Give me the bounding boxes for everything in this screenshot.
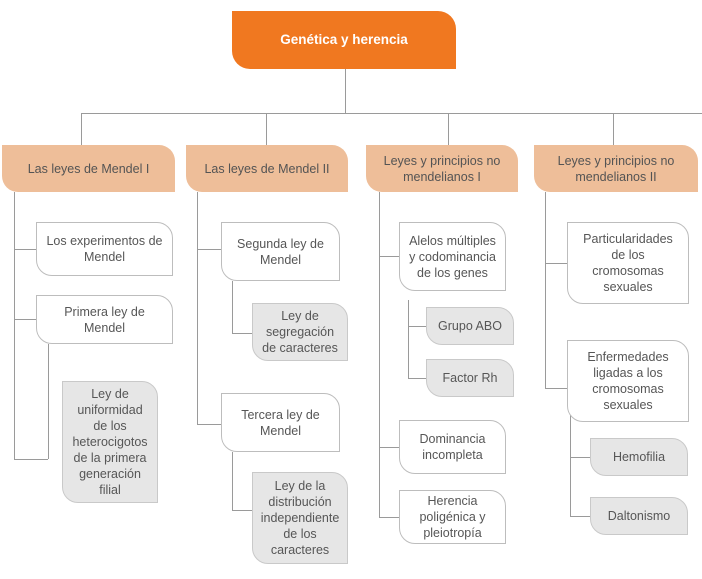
- connector-col2-sub-trunk-a: [232, 281, 233, 333]
- connector-col4-sub-stub-2: [570, 516, 590, 517]
- leaf-node-3-1-2[interactable]: Factor Rh: [426, 359, 514, 397]
- connector-col1-stub-3: [14, 459, 48, 460]
- connector-col4-stub-1: [545, 263, 567, 264]
- connector-main-bus: [81, 113, 702, 114]
- connector-col2-trunk: [197, 192, 198, 425]
- root-node[interactable]: Genética y herencia: [232, 11, 456, 69]
- child-node-4-1[interactable]: Particularidades de los cromosomas sexua…: [567, 222, 689, 304]
- leaf-node-2-2-1[interactable]: Ley de la distribución independiente de …: [252, 472, 348, 564]
- branch-node-1[interactable]: Las leyes de Mendel I: [2, 145, 175, 192]
- connector-col1-stub-2: [14, 319, 36, 320]
- branch-node-3[interactable]: Leyes y principios no mendelianos I: [366, 145, 518, 192]
- branch-node-2[interactable]: Las leyes de Mendel II: [186, 145, 348, 192]
- connector-bus-drop-2: [266, 113, 267, 145]
- connector-bus-drop-4: [613, 113, 614, 145]
- child-node-3-1[interactable]: Alelos múltiples y codominancia de los g…: [399, 222, 506, 291]
- connector-col3-sub-stub-2: [408, 378, 426, 379]
- child-node-1-1[interactable]: Los experimentos de Mendel: [36, 222, 173, 276]
- child-node-2-1[interactable]: Segunda ley de Mendel: [221, 222, 340, 281]
- child-node-2-2[interactable]: Tercera ley de Mendel: [221, 393, 340, 452]
- child-node-1-2[interactable]: Primera ley de Mendel: [36, 295, 173, 344]
- child-node-3-3[interactable]: Herencia poligénica y pleiotropía: [399, 490, 506, 544]
- connector-col2-sub-stub-b: [232, 510, 252, 511]
- leaf-node-4-2-1[interactable]: Hemofilia: [590, 438, 688, 476]
- connector-col2-stub-2: [197, 424, 221, 425]
- connector-col2-sub-stub-a: [232, 333, 252, 334]
- connector-bus-drop-1: [81, 113, 82, 145]
- connector-col3-sub-trunk: [408, 300, 409, 378]
- branch-node-4[interactable]: Leyes y principios no mendelianos II: [534, 145, 698, 192]
- connector-col2-stub-1: [197, 249, 221, 250]
- connector-root-stem: [345, 69, 346, 114]
- connector-col4-stub-2: [545, 388, 567, 389]
- connector-col2-sub-trunk-b: [232, 452, 233, 510]
- connector-col3-stub-2: [379, 447, 399, 448]
- connector-col3-stub-3: [379, 517, 399, 518]
- leaf-node-3-1-1[interactable]: Grupo ABO: [426, 307, 514, 345]
- child-node-4-2[interactable]: Enfermedades ligadas a los cromosomas se…: [567, 340, 689, 422]
- leaf-node-1-2-1[interactable]: Ley de uniformidad de los heterocigotos …: [62, 381, 158, 503]
- connector-col3-trunk: [379, 192, 380, 517]
- connector-bus-drop-3: [448, 113, 449, 145]
- leaf-node-4-2-2[interactable]: Daltonismo: [590, 497, 688, 535]
- connector-col4-sub-trunk: [570, 415, 571, 517]
- connector-col1-stub-1: [14, 249, 36, 250]
- connector-col1-sub-trunk: [48, 344, 49, 459]
- child-node-3-2[interactable]: Dominancia incompleta: [399, 420, 506, 474]
- connector-col4-trunk: [545, 192, 546, 389]
- connector-col3-stub-1: [379, 256, 399, 257]
- connector-col4-sub-stub-1: [570, 457, 590, 458]
- connector-col1-trunk: [14, 192, 15, 459]
- connector-col3-sub-stub-1: [408, 326, 426, 327]
- leaf-node-2-1-1[interactable]: Ley de segregación de caracteres: [252, 303, 348, 361]
